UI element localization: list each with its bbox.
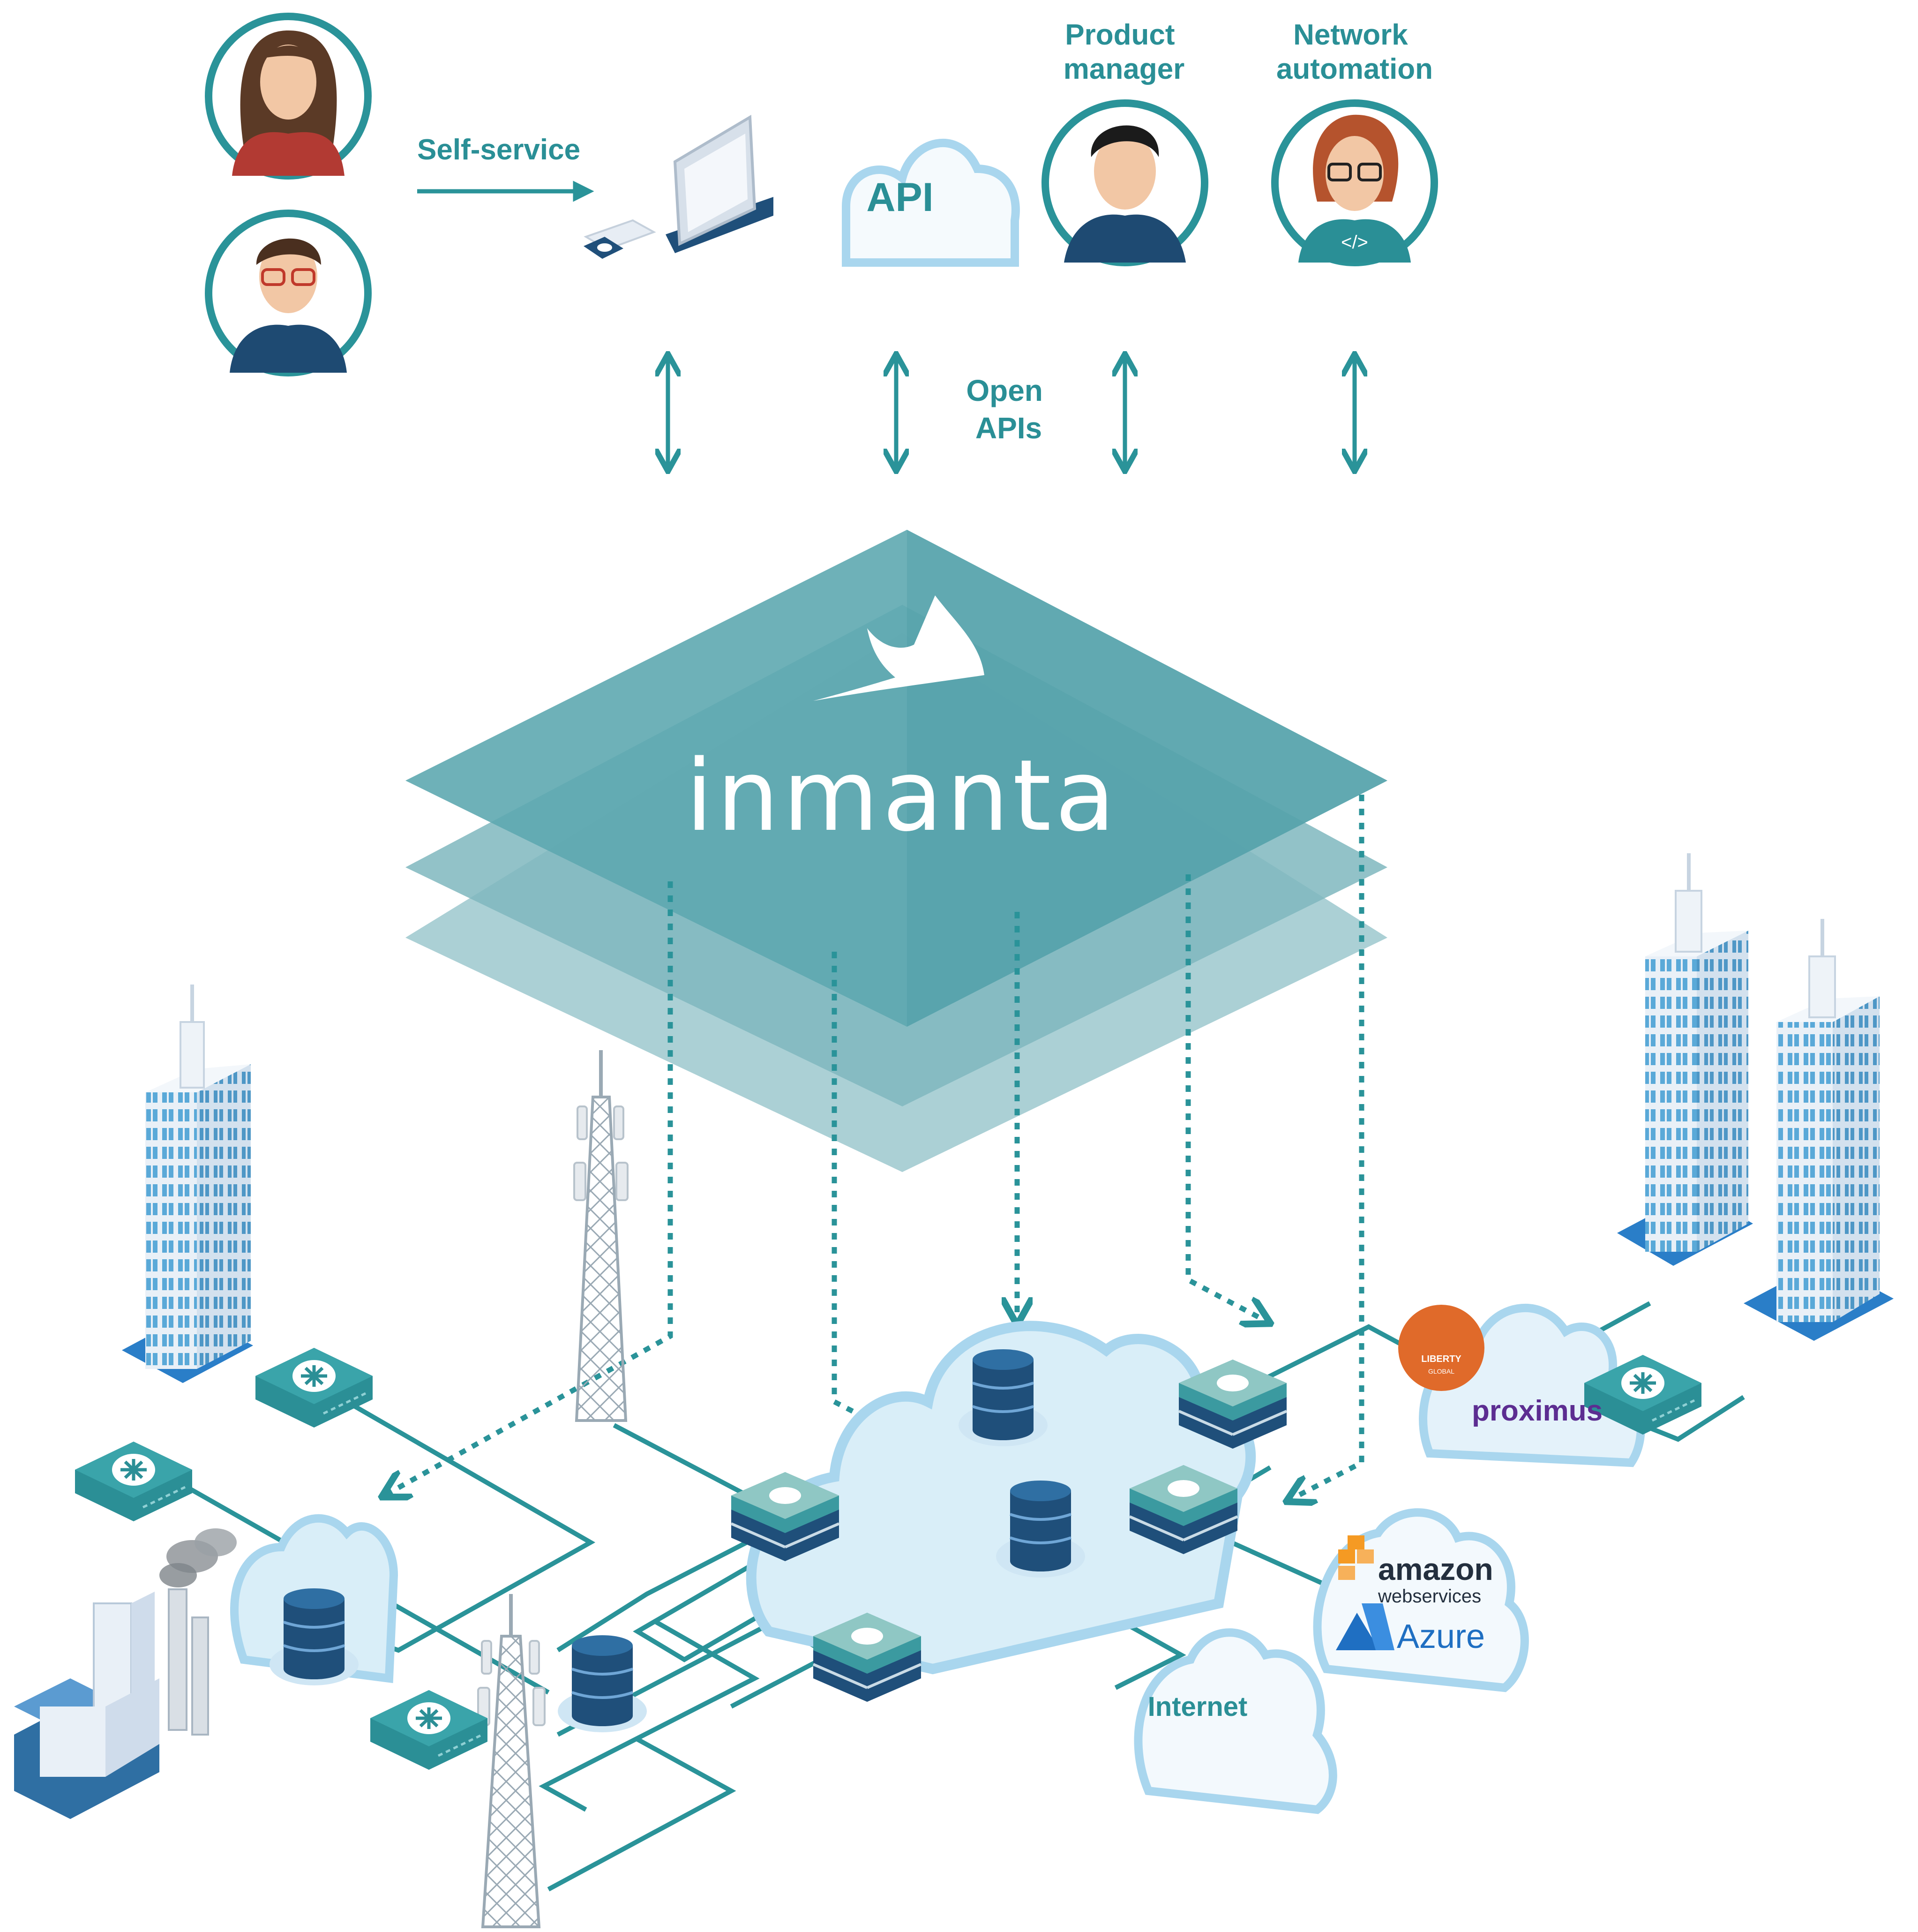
inmanta-logo-icon xyxy=(813,595,984,701)
man-glasses-avatar-icon xyxy=(205,210,372,376)
api-cloud-icon: API xyxy=(842,138,1020,267)
self-service-label: Self-service xyxy=(417,134,580,166)
computer-workstation-icon xyxy=(584,114,773,259)
platform-layer-top xyxy=(405,530,1387,1027)
aws-logo: amazon webservices xyxy=(1338,1535,1493,1607)
office-building-icon xyxy=(122,853,1894,1383)
internet-cloud xyxy=(1134,1628,1337,1814)
users-section: </> Self-service API Product manager Net… xyxy=(205,13,1438,376)
api-label: API xyxy=(866,175,933,220)
cell-tower-icon xyxy=(477,1050,629,1928)
liberty-global-logo: LIBERTY GLOBAL xyxy=(1398,1305,1484,1391)
azure-logo: Azure xyxy=(1336,1603,1485,1655)
open-apis-label: Open APIs xyxy=(966,374,1051,445)
svg-text:</>: </> xyxy=(1341,232,1368,253)
network-engineer-avatar-icon: </> xyxy=(1271,99,1438,266)
product-manager-label: Product manager xyxy=(1064,19,1184,85)
woman-avatar-icon xyxy=(205,13,372,180)
proximus-logo: proximus xyxy=(1472,1395,1603,1427)
svg-text:amazon: amazon xyxy=(1378,1552,1493,1586)
open-apis-section: Open APIs xyxy=(668,356,1355,469)
svg-text:Azure: Azure xyxy=(1397,1618,1485,1655)
svg-text:LIBERTY: LIBERTY xyxy=(1421,1354,1461,1364)
orchestration-links xyxy=(384,795,1364,1500)
svg-text:GLOBAL: GLOBAL xyxy=(1428,1368,1454,1375)
factory-icon xyxy=(14,1528,237,1819)
product-manager-avatar-icon xyxy=(1041,99,1208,266)
platform-name: inmanta xyxy=(686,738,1119,853)
internet-label: Internet xyxy=(1148,1691,1248,1722)
inmanta-platform: inmanta xyxy=(405,530,1387,1172)
svg-text:webservices: webservices xyxy=(1378,1586,1481,1607)
network-automation-label: Network automation xyxy=(1276,19,1433,85)
